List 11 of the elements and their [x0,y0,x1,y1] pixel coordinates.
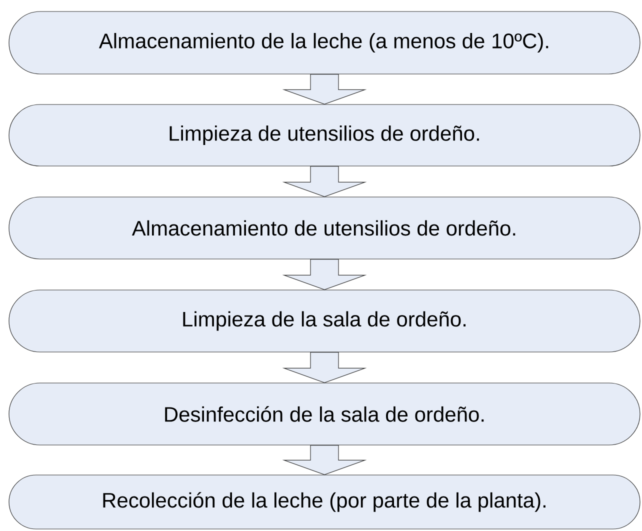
process-box: Limpieza de la sala de ordeño. [8,290,640,352]
process-box: Desinfección de la sala de ordeño. [8,382,640,446]
process-box: Almacenamiento de la leche (a menos de 10ºC). [8,11,640,74]
block-arrow [282,445,367,476]
process-box: Almacenamiento de utensilios de ordeño. [8,196,640,260]
process-box: Limpieza de utensilios de ordeño. [8,104,640,166]
block-arrow [282,352,367,384]
block-arrow [282,166,367,198]
process-box: Recolección de la leche (por parte de la planta). [8,474,640,530]
block-arrow [282,259,367,290]
block-arrow [282,74,367,105]
